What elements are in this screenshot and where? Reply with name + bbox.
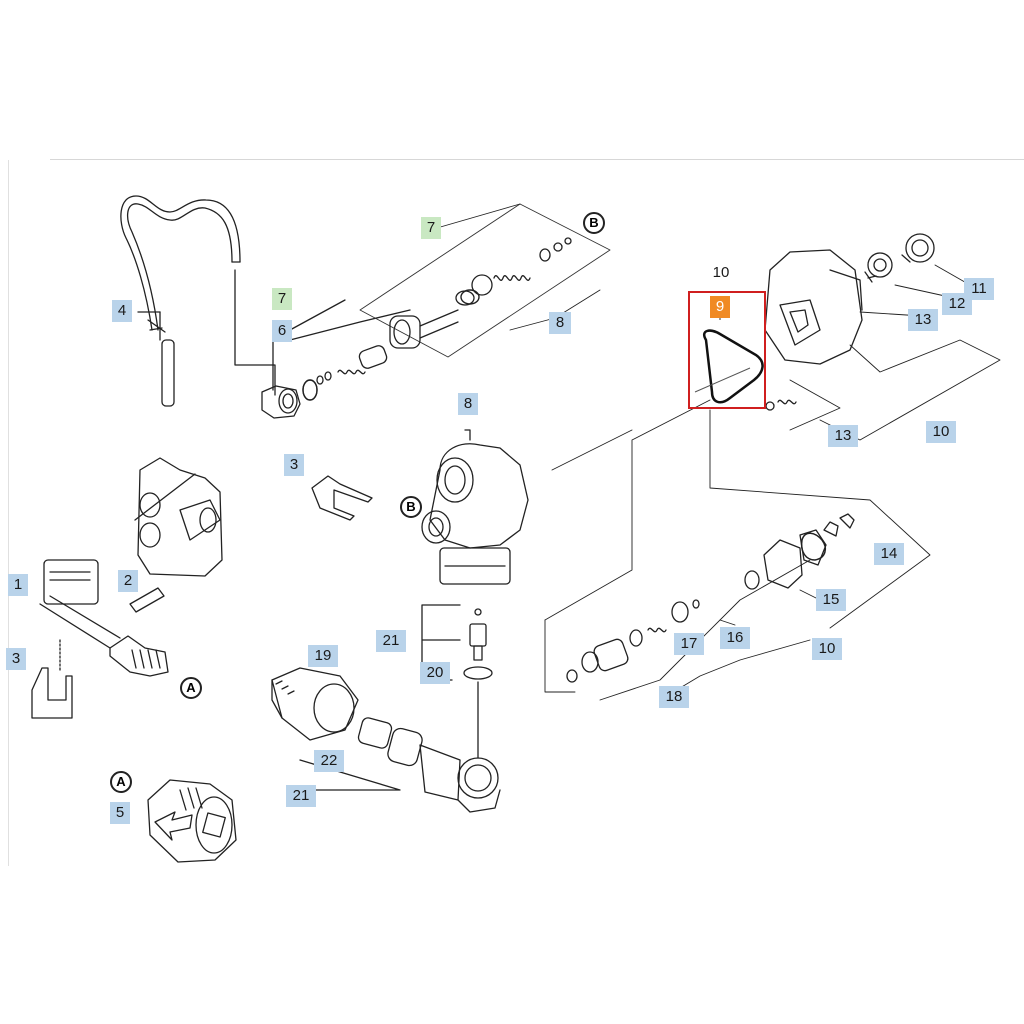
pump-housing-left	[129, 457, 223, 613]
callout-10-top[interactable]: 10	[712, 264, 730, 281]
callout-19[interactable]: 19	[308, 645, 338, 667]
callout-16[interactable]: 16	[720, 627, 750, 649]
upper-spring-valve	[389, 237, 572, 349]
connector-a-coupling: A	[110, 771, 132, 793]
callout-10-lower[interactable]: 10	[812, 638, 842, 660]
callout-8-upper[interactable]: 8	[549, 312, 571, 334]
connector-b-top: B	[583, 212, 605, 234]
callout-18[interactable]: 18	[659, 686, 689, 708]
lance-tube-part-1	[39, 559, 169, 677]
callout-21-right[interactable]: 21	[376, 630, 406, 652]
frame-left-rule	[8, 160, 9, 866]
callout-8-center[interactable]: 8	[458, 393, 478, 415]
callout-3-left[interactable]: 3	[6, 648, 26, 670]
callout-7-left[interactable]: 7	[272, 288, 292, 310]
callout-3-middle[interactable]: 3	[284, 454, 304, 476]
callout-22[interactable]: 22	[314, 750, 344, 772]
pump-head-right	[764, 233, 935, 365]
callout-2[interactable]: 2	[118, 570, 138, 592]
callout-5[interactable]: 5	[110, 802, 130, 824]
triangular-seal-highlight	[703, 329, 764, 404]
lower-valve-group	[566, 513, 855, 683]
small-valve-assembly	[261, 299, 411, 419]
frame-top-rule	[50, 159, 1024, 160]
callout-7-top[interactable]: 7	[421, 217, 441, 239]
callout-6[interactable]: 6	[272, 320, 292, 342]
callout-14[interactable]: 14	[874, 543, 904, 565]
hose-pipe-part-4	[120, 195, 241, 407]
quick-connector-part-5	[147, 779, 237, 863]
callout-1[interactable]: 1	[8, 574, 28, 596]
center-valve-body	[421, 429, 529, 585]
inlet-coupling	[271, 667, 501, 813]
connector-a-lance: A	[180, 677, 202, 699]
connector-b-center: B	[400, 496, 422, 518]
callout-10-right[interactable]: 10	[926, 421, 956, 443]
callout-13-top[interactable]: 13	[908, 309, 938, 331]
callout-13-lower[interactable]: 13	[828, 425, 858, 447]
highlight-box-part-9	[688, 291, 766, 409]
callout-12[interactable]: 12	[942, 293, 972, 315]
callout-21-lower[interactable]: 21	[286, 785, 316, 807]
callout-4[interactable]: 4	[112, 300, 132, 322]
callout-9-selected[interactable]: 9	[710, 296, 730, 318]
callout-15[interactable]: 15	[816, 589, 846, 611]
callout-17[interactable]: 17	[674, 633, 704, 655]
pin-and-oring	[421, 604, 493, 681]
callout-20[interactable]: 20	[420, 662, 450, 684]
